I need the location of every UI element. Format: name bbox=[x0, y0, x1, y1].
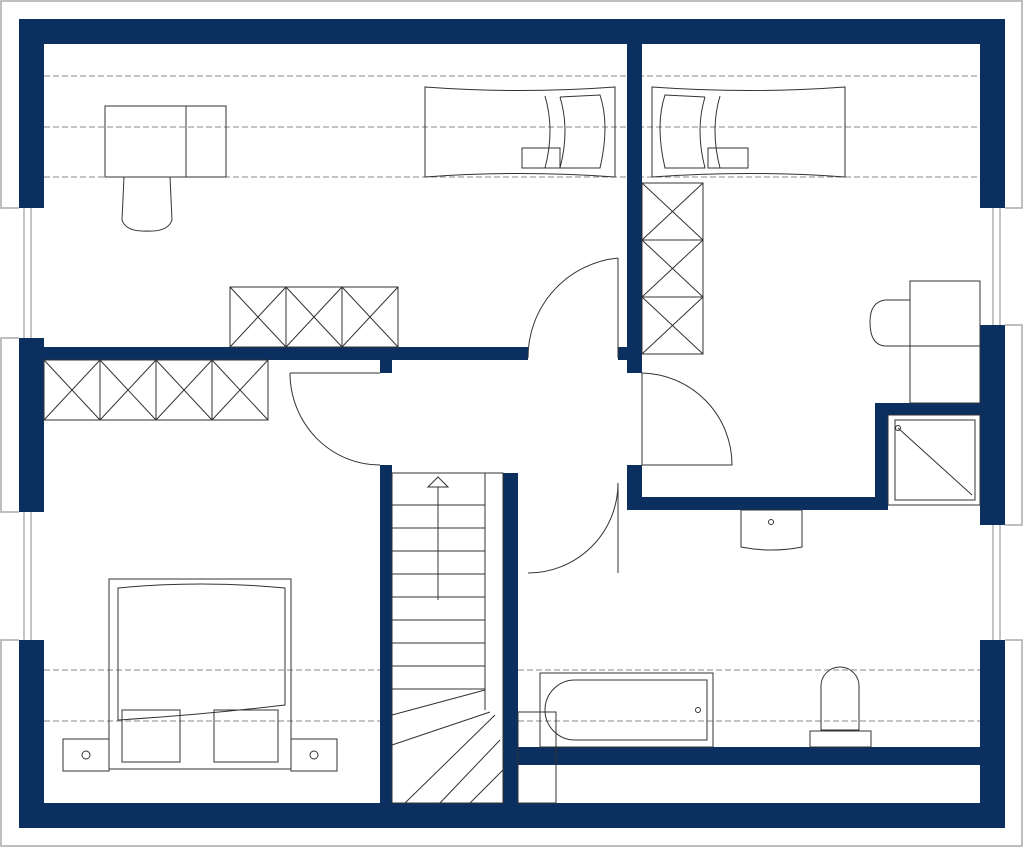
wall-interior bbox=[518, 747, 980, 765]
wall-interior bbox=[44, 347, 528, 360]
desk-icon bbox=[104, 105, 227, 178]
doors bbox=[289, 257, 733, 574]
wall-bottom bbox=[19, 803, 1005, 828]
wardrobe-icon bbox=[285, 286, 343, 348]
wardrobe-icon bbox=[43, 359, 101, 421]
window-icon bbox=[992, 525, 1001, 640]
stair-tread bbox=[391, 711, 491, 746]
stairs-icon bbox=[391, 472, 557, 804]
door-icon bbox=[527, 257, 619, 359]
wardrobe-icon bbox=[341, 286, 399, 348]
window-icon bbox=[992, 208, 1001, 325]
bed-icon bbox=[62, 578, 338, 772]
desk-icon bbox=[909, 280, 981, 404]
wall-interior bbox=[380, 465, 392, 803]
wardrobe-icon bbox=[641, 296, 704, 355]
stair-tread bbox=[469, 769, 504, 804]
wardrobes bbox=[43, 182, 704, 421]
walls bbox=[19, 19, 1005, 828]
door-icon bbox=[641, 372, 733, 466]
window-icon bbox=[23, 512, 32, 640]
chair-icon bbox=[869, 299, 910, 347]
wardrobe-icon bbox=[211, 359, 269, 421]
sink-icon bbox=[740, 509, 803, 551]
wall-interior bbox=[627, 44, 642, 373]
wall-top bbox=[19, 19, 1005, 44]
wardrobe-icon bbox=[229, 286, 287, 348]
door-icon bbox=[527, 482, 619, 574]
toilet-icon bbox=[809, 666, 872, 748]
bed-icon bbox=[424, 86, 846, 178]
stair-tread bbox=[391, 689, 486, 716]
bathtub-icon bbox=[539, 672, 714, 748]
stair-tread bbox=[439, 739, 501, 804]
wardrobe-icon bbox=[641, 239, 704, 298]
wall-interior bbox=[875, 403, 888, 510]
stair-tread bbox=[404, 714, 496, 804]
wall-interior bbox=[627, 497, 888, 510]
door-icon bbox=[289, 372, 381, 466]
wall-left bbox=[19, 338, 44, 512]
wardrobe-icon bbox=[155, 359, 213, 421]
wall-interior bbox=[380, 347, 392, 373]
wall-right bbox=[980, 19, 1005, 208]
chair-icon bbox=[121, 176, 173, 232]
wall-left bbox=[19, 640, 44, 828]
shower-icon bbox=[887, 414, 981, 506]
wardrobe-icon bbox=[99, 359, 157, 421]
wardrobe-icon bbox=[641, 182, 704, 241]
wall-left bbox=[19, 19, 44, 208]
window-icon bbox=[23, 208, 32, 338]
wall-interior bbox=[503, 473, 518, 803]
office-furniture bbox=[104, 105, 981, 404]
wall-right bbox=[980, 640, 1005, 828]
wall-interior bbox=[875, 403, 980, 415]
wall-right bbox=[980, 325, 1005, 525]
windows bbox=[23, 208, 1001, 640]
